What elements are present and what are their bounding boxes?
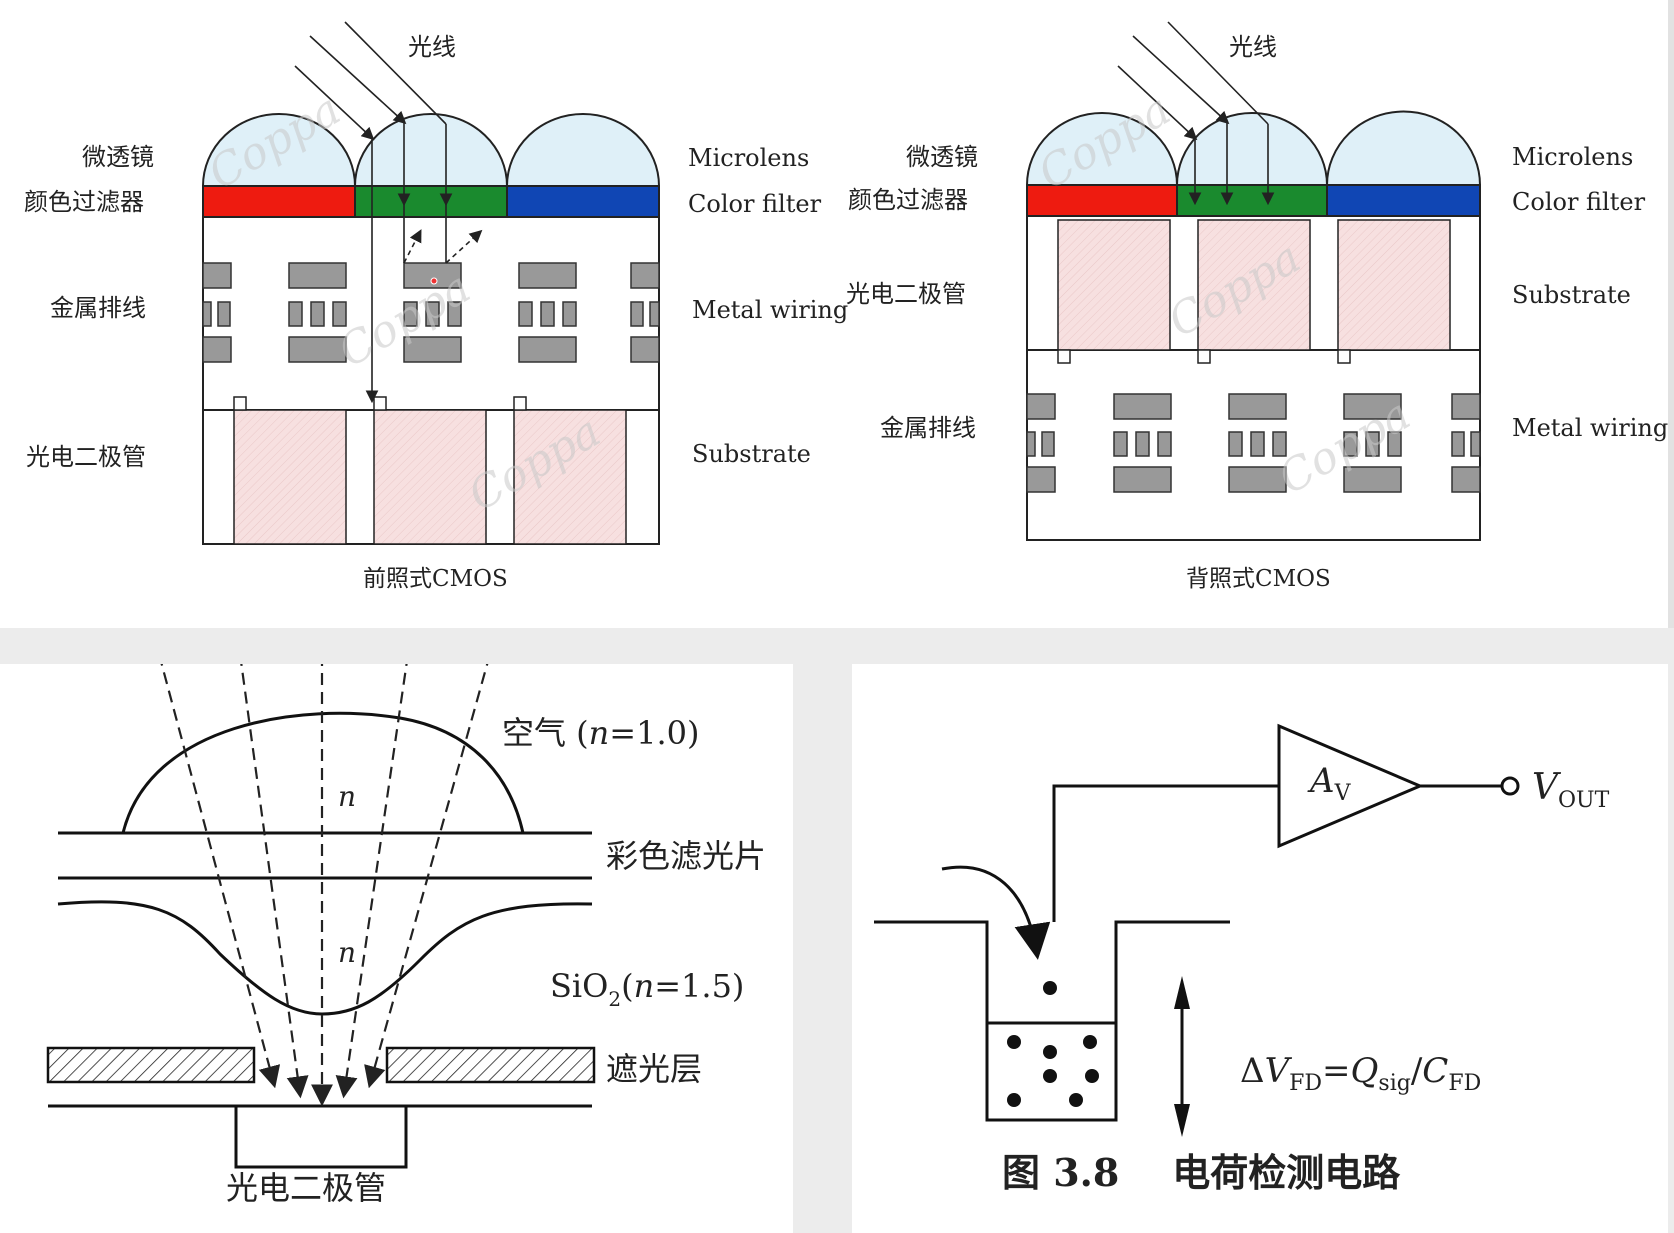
electron (1083, 1035, 1097, 1049)
focused-rays (160, 664, 489, 1107)
metal-wiring-front (202, 262, 660, 363)
electron (1069, 1093, 1083, 1107)
reflection-point (430, 277, 438, 285)
light-shield-left (46, 1046, 256, 1084)
color-filter-en-label: Color filter (1512, 188, 1646, 216)
amplifier-triangle (1277, 723, 1424, 849)
cmos-comparison-panel: 光线 微透镜 颜色过滤器 金属排线 光电二极管 Microlens Color … (0, 0, 1668, 628)
electrons (1007, 981, 1099, 1107)
metal-wiring-cn-label: 金属排线 (50, 294, 146, 322)
figure-caption: 图 3.8 电荷检测电路 (1002, 1150, 1401, 1195)
photodiode-cn-label: 光电二极管 (846, 280, 966, 308)
sio2-curve (57, 900, 593, 1016)
green-color-filter (1176, 184, 1328, 217)
charge-inflow-arrow (941, 865, 1051, 960)
gate-contact (233, 396, 247, 411)
back-illuminated-cmos: 光线 微透镜 颜色过滤器 光电二极管 金属排线 Microlens Color … (846, 21, 1668, 592)
blue-color-filter (1326, 184, 1481, 217)
color-filter-label: 彩色滤光片 (606, 837, 766, 875)
metal-wiring-en-label: Metal wiring (1512, 414, 1668, 442)
color-filter-en-label: Color filter (688, 190, 822, 218)
sense-wire (1052, 784, 1279, 922)
electron (1043, 1069, 1057, 1083)
voltage-swing-arrow-head (1174, 976, 1190, 1009)
shield-layer-label: 遮光层 (606, 1050, 702, 1088)
microlens-en-label: Microlens (1512, 143, 1633, 171)
microlens (1025, 112, 1179, 186)
incident-light-rays (294, 21, 483, 404)
photodiode-box (234, 1106, 408, 1169)
color-filter-cn-label: 颜色过滤器 (848, 186, 968, 214)
microlens-en-label: Microlens (688, 144, 809, 172)
gate-contact (1057, 349, 1071, 364)
output-terminal (1500, 776, 1520, 796)
charge-detection-panel: AV VOUT ΔVFD=Qsig/CFD 图 3.8 电荷检测电路 (852, 664, 1668, 1233)
microlens (1175, 112, 1329, 186)
photodiode-label: 光电二极管 (226, 1169, 386, 1207)
electron (1007, 1093, 1021, 1107)
voltage-swing-arrow-head (1174, 1104, 1190, 1137)
light-label: 光线 (1229, 33, 1277, 61)
sio2-index-label: n (338, 936, 356, 969)
microlens (1325, 110, 1482, 186)
color-filter-cn-label: 颜色过滤器 (24, 188, 144, 216)
gate-contact (1337, 349, 1351, 364)
gate-contact (373, 396, 387, 411)
microlens-focusing-figure: 空气 (n=1.0) n n 彩色滤光片 SiO2(n=1.5) 遮光层 光电二… (46, 664, 766, 1207)
microlens (201, 113, 357, 187)
incident-light-rays (1117, 21, 1275, 206)
amplifier-gain-label: AV (1307, 761, 1352, 806)
lens-index-label: n (338, 780, 356, 813)
photodiode-region (1197, 219, 1311, 351)
electron (1043, 1045, 1057, 1059)
microlens-cn-label: 微透镜 (82, 143, 154, 171)
metal-wiring-en-label: Metal wiring (692, 296, 848, 324)
microlens (353, 113, 509, 187)
gate-contact (1197, 349, 1211, 364)
back-body-outline (1026, 215, 1481, 541)
back-caption: 背照式CMOS (1186, 566, 1331, 592)
light-label: 光线 (408, 33, 456, 61)
photodiode-region (1337, 219, 1451, 351)
cmos-comparison-figure: 光线 微透镜 颜色过滤器 金属排线 光电二极管 Microlens Color … (24, 21, 1668, 592)
photodiode-region (513, 409, 627, 545)
electron (1007, 1035, 1021, 1049)
metal-wiring-cn-label: 金属排线 (880, 414, 976, 442)
charge-voltage-equation: ΔVFD=Qsig/CFD (1240, 1051, 1481, 1096)
front-illuminated-cmos: 光线 微透镜 颜色过滤器 金属排线 光电二极管 Microlens Color … (24, 21, 848, 592)
microlens (505, 113, 661, 187)
electron (1043, 981, 1057, 995)
blue-color-filter (506, 185, 660, 218)
electron (1085, 1069, 1099, 1083)
air-label: 空气 (n=1.0) (502, 714, 699, 752)
light-shield-right (385, 1046, 596, 1084)
photodiode-region (1057, 219, 1171, 351)
metal-wiring-back (1026, 393, 1481, 493)
microlens-cn-label: 微透镜 (906, 143, 978, 171)
photodiode-region (233, 409, 347, 545)
microlens-dome (121, 711, 525, 834)
photodiode-cn-label: 光电二极管 (26, 443, 146, 471)
gate-contact (513, 396, 527, 411)
green-color-filter (354, 185, 508, 218)
front-caption: 前照式CMOS (363, 566, 508, 592)
microlens-focusing-panel: 空气 (n=1.0) n n 彩色滤光片 SiO2(n=1.5) 遮光层 光电二… (0, 664, 793, 1233)
charge-detection-figure: AV VOUT ΔVFD=Qsig/CFD 图 3.8 电荷检测电路 (874, 723, 1610, 1195)
sio2-label: SiO2(n=1.5) (550, 967, 744, 1011)
substrate-en-label: Substrate (1512, 281, 1631, 309)
vout-label: VOUT (1532, 767, 1610, 813)
photodiode-region (373, 409, 487, 545)
potential-well (874, 920, 1230, 1122)
substrate-en-label: Substrate (692, 440, 811, 468)
